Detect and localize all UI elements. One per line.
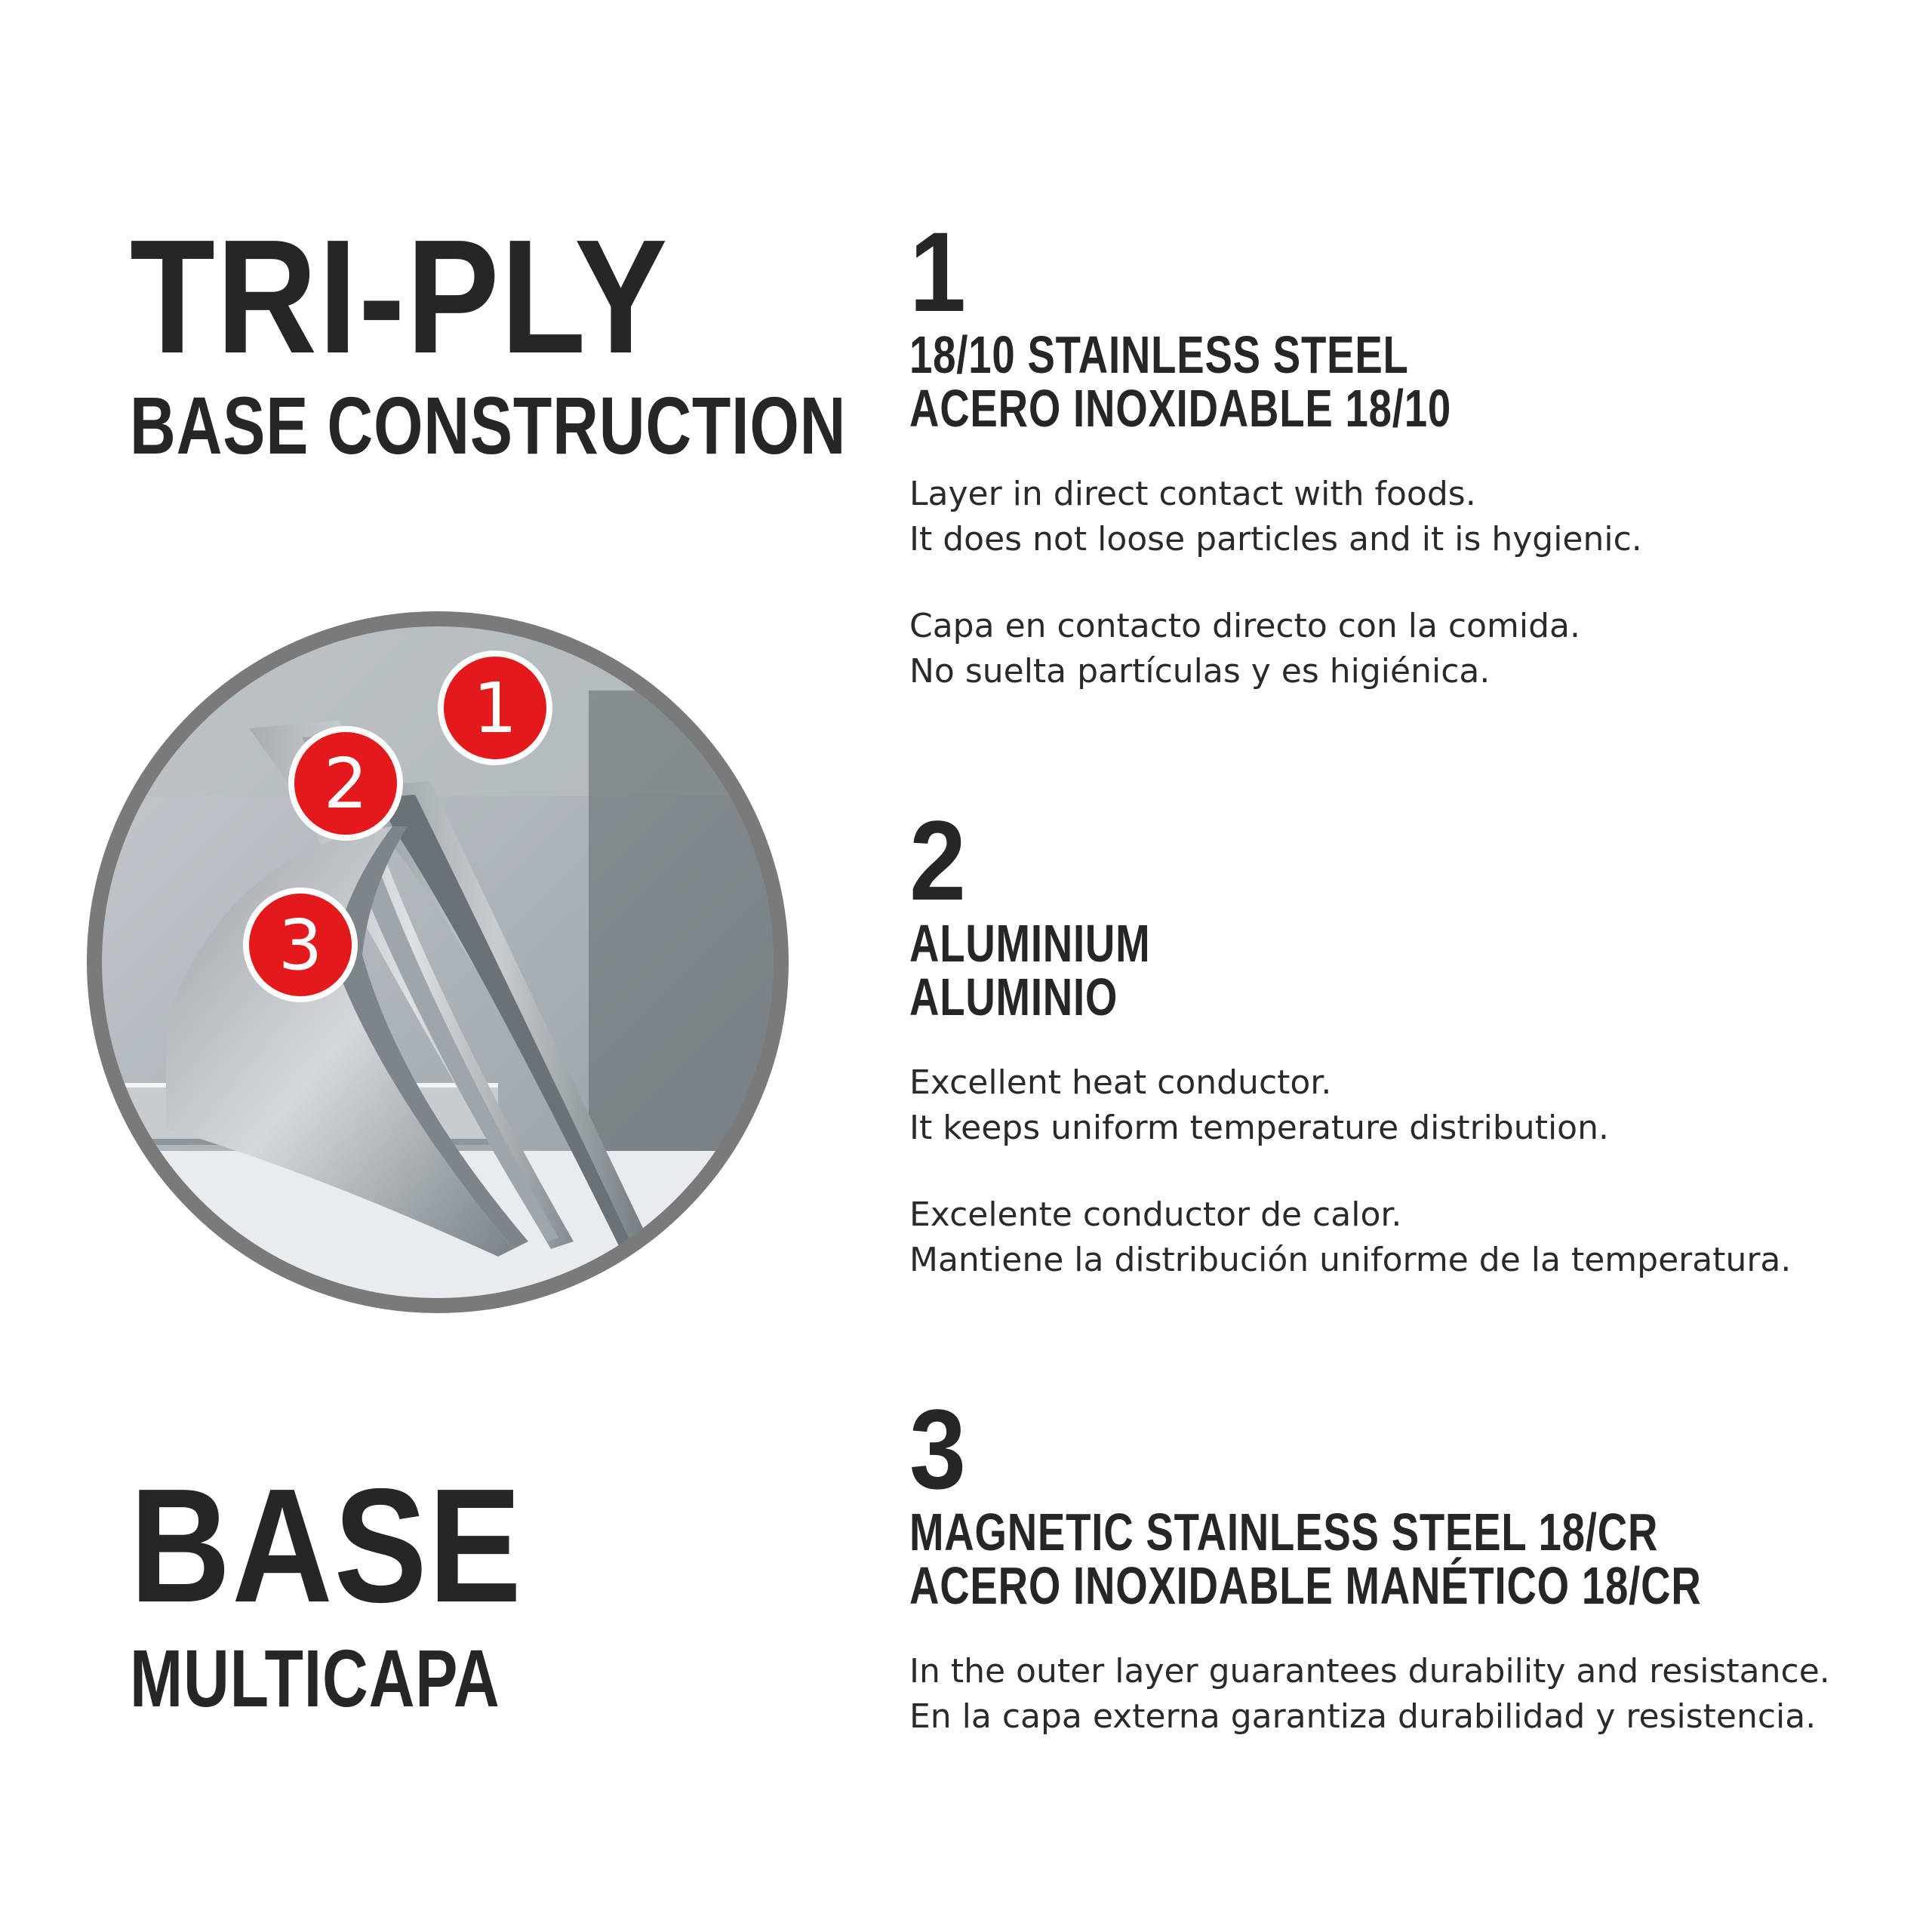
layer-1-number: 1: [909, 208, 967, 335]
layer-1-en-line-1: Layer in direct contact with foods.: [909, 475, 1476, 513]
layer-2-heading-es: ALUMINIO: [909, 968, 1118, 1027]
badge-2: 2: [288, 726, 403, 841]
layer-2-heading-en: ALUMINIUM: [909, 914, 1151, 973]
layer-3-description: In the outer layer guarantees durability…: [909, 1649, 1830, 1740]
tri-ply-layers-illustration: 1 2 3: [87, 611, 789, 1313]
layer-1-es-line-2: No suelta partículas y es higiénica.: [909, 652, 1491, 691]
layer-1-heading-en: 18/10 STAINLESS STEEL: [909, 325, 1409, 384]
badge-1: 1: [438, 651, 552, 765]
layer-3-heading-es: ACERO INOXIDABLE MANÉTICO 18/CR: [909, 1556, 1702, 1616]
layer-2-number: 2: [909, 797, 967, 924]
illustration-ring: [87, 611, 789, 1313]
layer-2-en-line-2: It keeps uniform temperature distributio…: [909, 1109, 1609, 1147]
layer-2-description-es: Excelente conductor de calor. Mantiene l…: [909, 1192, 1791, 1283]
layer-1-es-line-1: Capa en contacto directo con la comida.: [909, 607, 1581, 645]
layer-1-heading: 18/10 STAINLESS STEEL ACERO INOXIDABLE 1…: [909, 328, 1451, 436]
layer-3-heading-en: MAGNETIC STAINLESS STEEL 18/CR: [909, 1503, 1659, 1561]
layer-1-en-line-2: It does not loose particles and it is hy…: [909, 520, 1642, 558]
badge-3-label: 3: [278, 905, 323, 986]
badge-3: 3: [243, 888, 358, 1002]
layer-1-description-en: Layer in direct contact with foods. It d…: [909, 472, 1642, 562]
layer-2-description-en: Excellent heat conductor. It keeps unifo…: [909, 1060, 1609, 1151]
layer-3-line-1: In the outer layer guarantees durability…: [909, 1652, 1830, 1690]
layer-3-line-2: En la capa externa garantiza durabilidad…: [909, 1697, 1817, 1736]
layer-1-heading-es: ACERO INOXIDABLE 18/10: [909, 379, 1452, 438]
title-base: BASE: [130, 1454, 523, 1636]
layer-3-heading: MAGNETIC STAINLESS STEEL 18/CR ACERO INO…: [909, 1503, 1702, 1616]
layer-2-es-line-1: Excelente conductor de calor.: [909, 1195, 1402, 1234]
layer-2-heading: ALUMINIUM ALUMINIO: [909, 914, 1151, 1027]
title-tri-ply: TRI-PLY: [130, 205, 669, 387]
title-base-construction: BASE CONSTRUCTION: [130, 380, 847, 471]
layer-3-number: 3: [909, 1386, 967, 1512]
layer-2-en-line-1: Excellent heat conductor.: [909, 1063, 1332, 1102]
badge-1-label: 1: [473, 668, 518, 749]
layer-1-description-es: Capa en contacto directo con la comida. …: [909, 604, 1580, 694]
layer-2-es-line-2: Mantiene la distribución uniforme de la …: [909, 1241, 1792, 1279]
badge-2-label: 2: [324, 743, 368, 824]
title-multicapa: MULTICAPA: [130, 1632, 500, 1724]
